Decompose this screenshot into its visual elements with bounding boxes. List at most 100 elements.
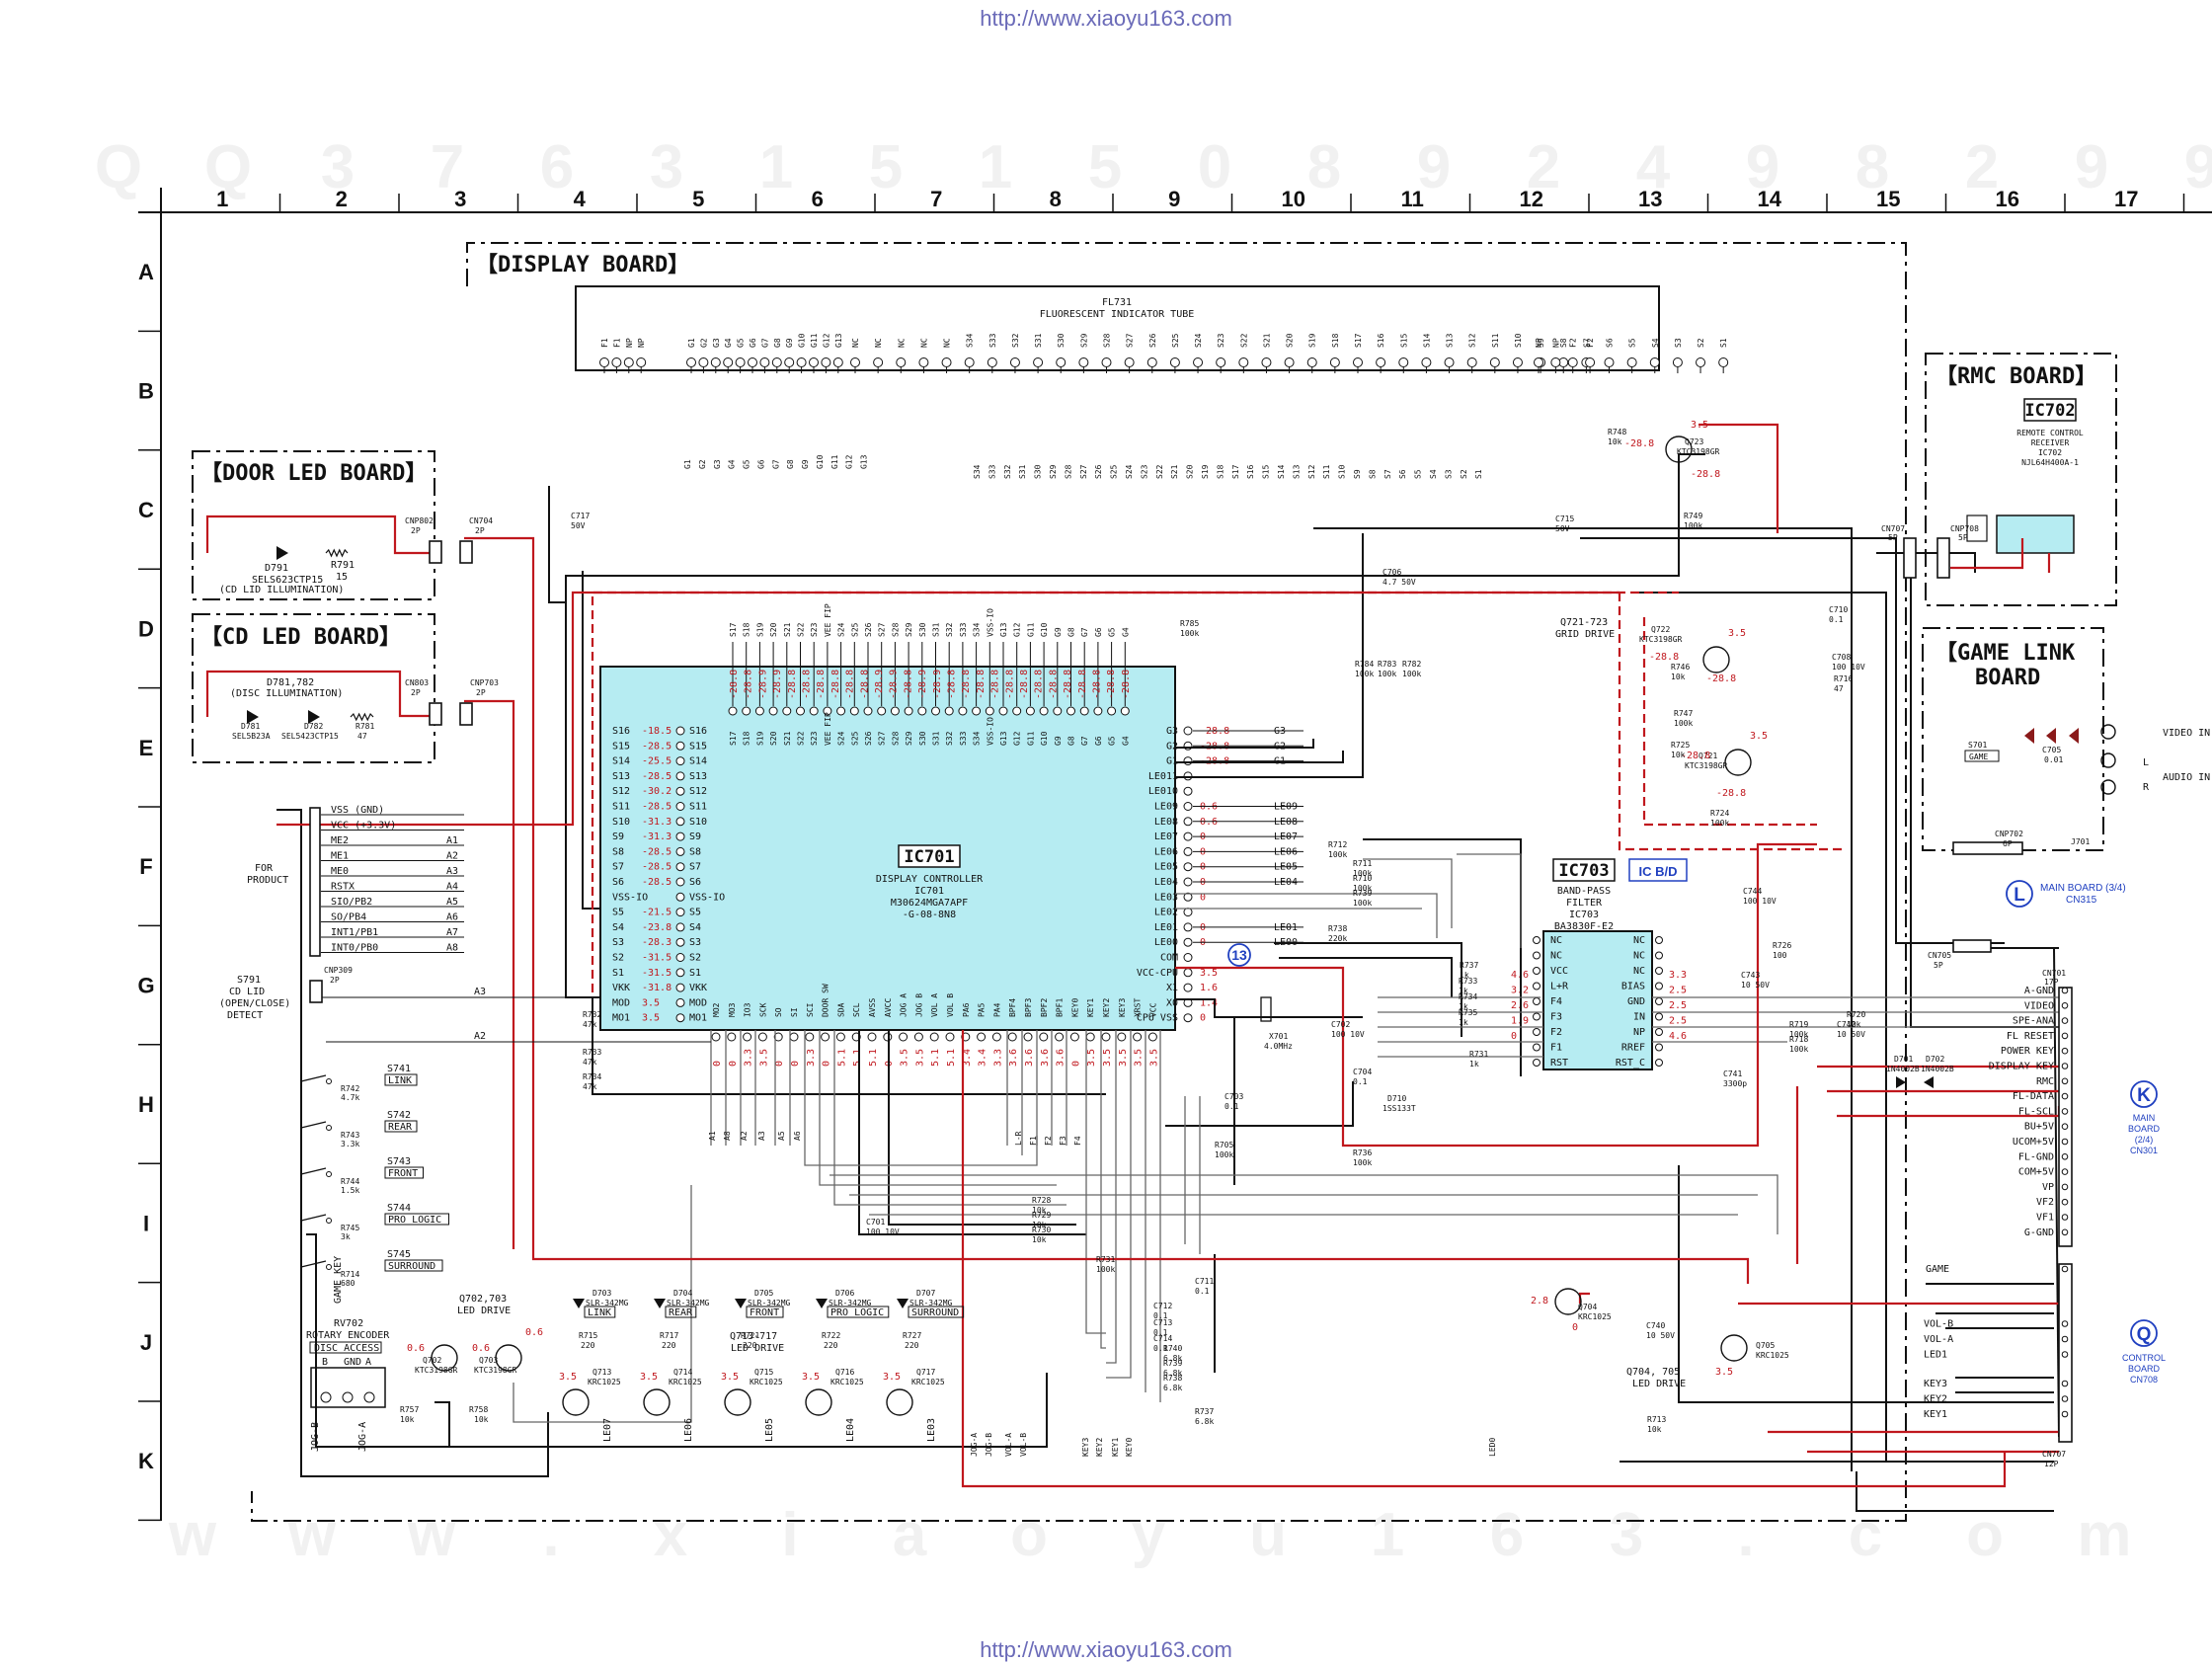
ic703-right-pin-label: NC — [1633, 935, 1645, 946]
rotary-ref: RV702 — [334, 1318, 363, 1329]
ic701-right-volt: 0 — [1200, 1013, 1206, 1024]
ic701-bottom-volt: 3.5 — [900, 1049, 910, 1067]
led-label: PRO LOGIC — [830, 1307, 884, 1318]
audio-r-jack-icon[interactable] — [2100, 779, 2116, 795]
ic701-top-net: G10 — [1040, 622, 1049, 637]
watermark-char: x — [654, 1501, 688, 1569]
switch-contact[interactable] — [300, 1214, 327, 1222]
cn707b-pin — [2061, 1320, 2069, 1327]
fl-grid-label-lower: G10 — [816, 454, 825, 469]
marker-l-text-2: CN315 — [2066, 895, 2097, 906]
ic701-left-net: S10 — [612, 817, 630, 828]
ladder-res-val: 3k — [341, 1232, 351, 1241]
ic701-top-pin — [742, 706, 751, 716]
ic701-top-pin — [1039, 706, 1049, 716]
marker-l-circle[interactable] — [2006, 880, 2033, 908]
fl-pin — [1193, 357, 1204, 367]
switch-label: LINK — [388, 1075, 412, 1086]
fl-pin-label: S23 — [1217, 333, 1225, 348]
ic701-body — [599, 666, 1176, 1031]
led-q-volt: 3.5 — [721, 1372, 739, 1383]
cn705-pins: 5P — [1934, 961, 1943, 970]
ic703-right-pin — [1655, 997, 1663, 1005]
watermark-char: w — [287, 1501, 337, 1569]
grid-column-label: 11 — [1401, 187, 1424, 211]
capacitor-val: 50V — [1555, 524, 1570, 533]
fl-pin-label: S1 — [1719, 338, 1728, 348]
resistor-val: 100k — [1353, 1158, 1372, 1167]
rotary-encoder-body[interactable] — [310, 1367, 386, 1408]
resistor-val: 100k — [1096, 1265, 1115, 1274]
watermark-char: Q — [95, 133, 142, 201]
ic701-top-volt: -28.8 — [729, 670, 740, 699]
fl-pin-label: S28 — [1103, 333, 1112, 348]
ic701-top-volt: -28.8 — [1048, 670, 1059, 699]
switch-contact[interactable] — [300, 1074, 327, 1082]
resistor-val: 100k — [1353, 884, 1372, 893]
fl-pin-label: NC — [874, 338, 883, 348]
ic701-left-net: S9 — [612, 832, 624, 842]
fl-pin-label: G2 — [699, 338, 708, 348]
audio-l-jack-icon[interactable] — [2100, 752, 2116, 768]
marker-k-circle[interactable] — [2130, 1080, 2158, 1108]
ic701-bottom-pin-label: KEY3 — [1118, 998, 1127, 1017]
q702-volt: 0.6 — [407, 1343, 425, 1354]
grid-column-label: 3 — [454, 187, 466, 211]
ic701-bottom-pin — [1085, 1032, 1095, 1042]
capacitor-ref: C701 — [866, 1218, 885, 1227]
fl-pin — [1444, 357, 1455, 367]
d701-ref: D701 — [1894, 1055, 1913, 1064]
ladder-res-ref: R743 — [341, 1131, 359, 1140]
url-header[interactable]: http://www.xiaoyu163.com — [980, 6, 1232, 31]
ic701-bottom-pin — [929, 1032, 939, 1042]
fl-seg-label-lower: S33 — [988, 464, 996, 479]
bottom-net: A6 — [793, 1131, 802, 1141]
ic701-bottom-pin-label: BPF4 — [1008, 998, 1017, 1017]
ic701-top-volt: -28.9 — [874, 670, 885, 699]
fl-seg-label-lower: S15 — [1262, 464, 1271, 479]
for-product-line: ME0 — [331, 866, 349, 877]
ic701-bottom-volt: 0 — [712, 1061, 723, 1067]
bottom-net: A3 — [757, 1131, 766, 1141]
cn701-pin-label: FL-DATA — [2013, 1091, 2054, 1102]
fl-pin — [987, 357, 997, 367]
switch-label: PRO LOGIC — [388, 1215, 441, 1226]
fl-pin-label: F2 — [1586, 338, 1595, 348]
resistor-ref: R726 — [1773, 941, 1791, 950]
ic701-left-volt: -31.5 — [642, 953, 672, 964]
ic701-top-net: S31 — [932, 622, 941, 637]
led-label-box — [908, 1306, 965, 1318]
switch-contact[interactable] — [300, 1260, 327, 1268]
switch-contact[interactable] — [300, 1121, 327, 1129]
ic701-left-volt: -30.2 — [642, 786, 672, 797]
switch-contact[interactable] — [300, 1167, 327, 1175]
ic701-top-pin-label: S29 — [905, 731, 913, 746]
cn707b-pin-label: KEY3 — [1924, 1379, 1947, 1389]
fl-pin — [796, 357, 807, 367]
capacitor-ref: C744 — [1743, 887, 1762, 896]
bottom-net: A5 — [777, 1131, 786, 1141]
game-key-label: GAME KEY — [333, 1256, 344, 1304]
fl-pin-label: S30 — [1057, 333, 1066, 348]
resistor-ref: R733 — [583, 1048, 601, 1057]
fl-pin — [710, 357, 721, 367]
for-product-tag: A1 — [446, 835, 458, 846]
video-jack-icon[interactable] — [2100, 724, 2116, 740]
resistor-val: 100k — [1789, 1030, 1808, 1039]
led-label-box — [827, 1306, 890, 1318]
j701-ref: J701 — [2071, 837, 2090, 846]
ic703-line4: BA3830F-E2 — [1554, 921, 1614, 932]
fl-pin-label: S19 — [1308, 333, 1317, 348]
ic703-tag-box — [1628, 858, 1688, 882]
ic703-right-pin-label: RREF — [1621, 1043, 1645, 1054]
marker-q-circle[interactable] — [2130, 1319, 2158, 1347]
ic701-top-volt: -28.8 — [1077, 670, 1088, 699]
cnp708-ref: CNP708 — [1950, 524, 1979, 533]
fl-pin — [1421, 357, 1432, 367]
x701-crystal-icon — [1260, 996, 1272, 1022]
url-footer[interactable]: http://www.xiaoyu163.com — [980, 1637, 1232, 1662]
fl-pin — [821, 357, 831, 367]
led-diode-icon — [897, 1299, 908, 1308]
fl-seg-label-lower: S24 — [1125, 464, 1134, 479]
ic701-bottom-pin-label: PA6 — [962, 1002, 971, 1017]
